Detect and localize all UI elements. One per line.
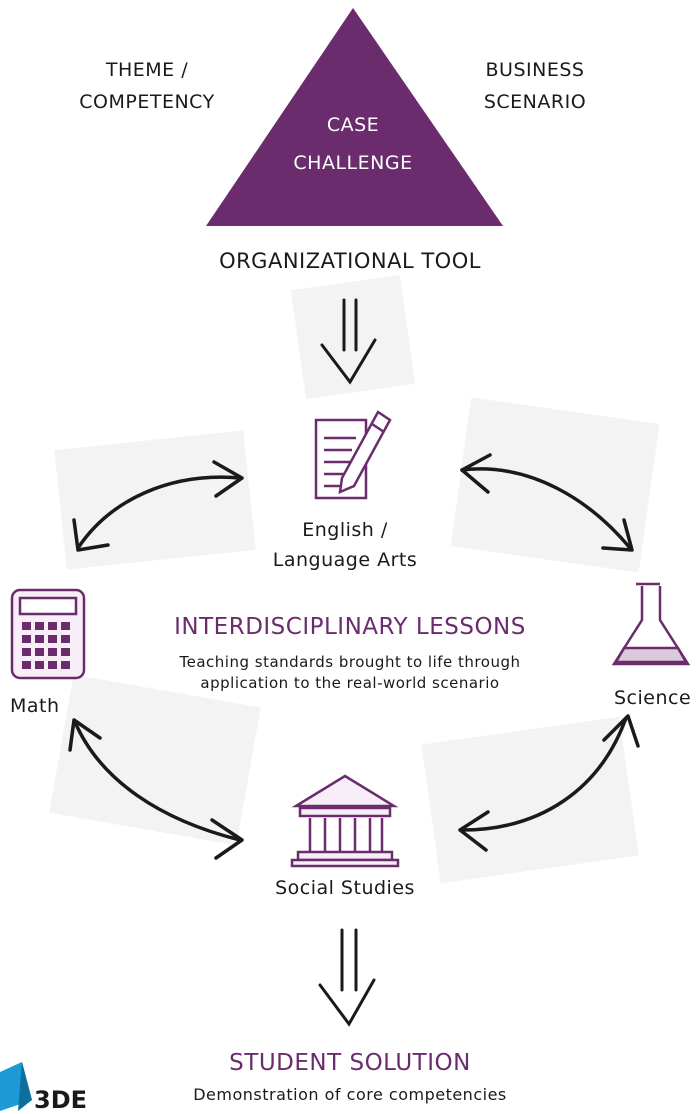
- theme-label-line1: THEME /: [105, 59, 189, 81]
- case-challenge-label: CASE CHALLENGE: [253, 113, 453, 175]
- double-arrow-icon-bottom: [318, 928, 376, 1027]
- arrowhead: [460, 453, 492, 494]
- interdisciplinary-description: Teaching standards brought to life throu…: [110, 652, 590, 694]
- arrowhead: [68, 718, 102, 752]
- arrow-social-science: [460, 716, 628, 832]
- flask-icon: [611, 582, 691, 666]
- business-label-line2: SCENARIO: [483, 91, 587, 113]
- triangle-line2: CHALLENGE: [293, 152, 413, 174]
- student-solution-title: STUDENT SOLUTION: [229, 1050, 471, 1076]
- desc-line2: application to the real-world scenario: [200, 674, 500, 692]
- background-tiles: [49, 274, 660, 884]
- triangle-line1: CASE: [326, 114, 380, 136]
- museum-building-icon: [290, 774, 400, 868]
- arrowhead: [602, 714, 640, 748]
- english-line1: English /: [302, 519, 388, 541]
- double-arrow-icon-top: [320, 298, 377, 385]
- notepad-pencil-icon: [314, 410, 392, 500]
- interdisciplinary-lessons-title: INTERDISCIPLINARY LESSONS: [174, 614, 526, 640]
- theme-competency-label: THEME / COMPETENCY: [52, 58, 242, 114]
- arrowhead: [72, 518, 110, 552]
- arrowhead: [458, 810, 490, 852]
- arrowhead: [210, 818, 244, 860]
- student-solution-description: Demonstration of core competencies: [193, 1085, 507, 1104]
- logo-text: 3DE: [34, 1086, 88, 1114]
- theme-label-line2: COMPETENCY: [79, 91, 215, 113]
- arrow-math-social: [73, 720, 242, 842]
- social-studies-label: Social Studies: [275, 877, 415, 899]
- arrowhead: [212, 460, 244, 498]
- english-line2: Language Arts: [272, 549, 418, 571]
- arrowhead: [601, 518, 634, 552]
- business-scenario-label: BUSINESS SCENARIO: [455, 58, 615, 114]
- case-challenge-triangle: [206, 8, 503, 226]
- business-label-line1: BUSINESS: [485, 59, 585, 81]
- arrow-english-math: [76, 475, 242, 550]
- calculator-icon: [10, 588, 86, 680]
- science-label: Science: [614, 687, 692, 709]
- english-language-arts-label: English / Language Arts: [240, 518, 450, 572]
- math-label: Math: [10, 695, 60, 717]
- logo-mark-icon: [0, 1062, 32, 1111]
- desc-line1: Teaching standards brought to life throu…: [179, 653, 521, 671]
- organizational-tool-label: ORGANIZATIONAL TOOL: [219, 249, 481, 273]
- arrow-english-science: [460, 467, 632, 550]
